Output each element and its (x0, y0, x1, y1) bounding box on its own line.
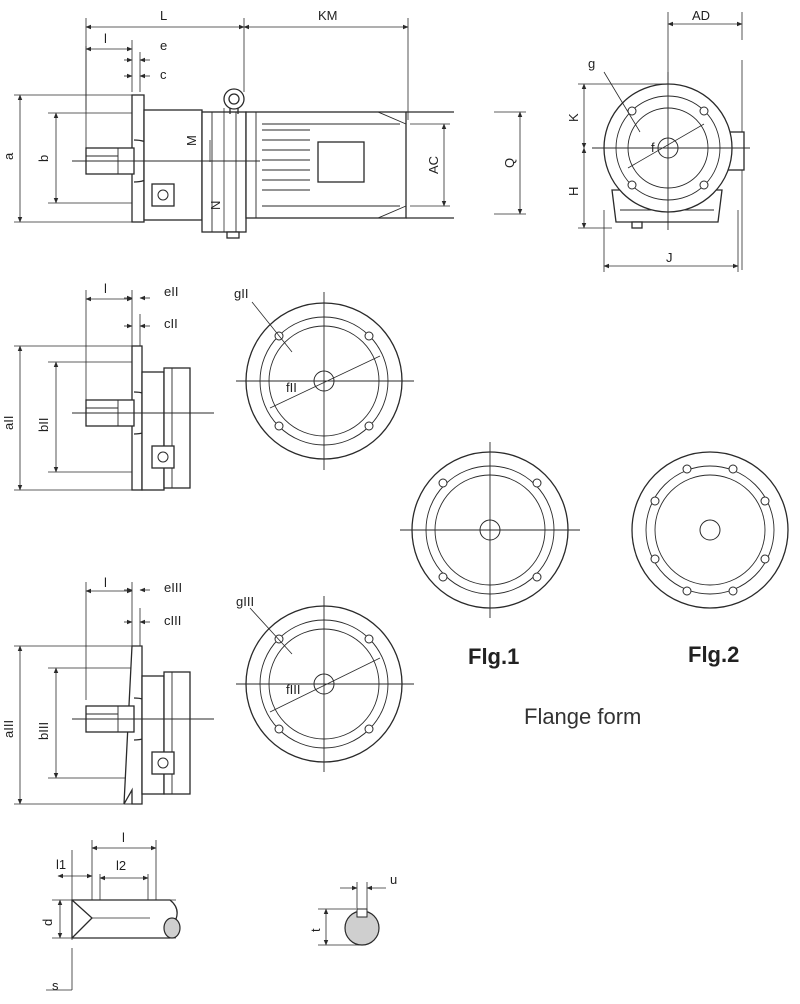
label-l-shaft: l (122, 830, 125, 845)
label-AD: AD (692, 8, 710, 23)
fig2-label: Flg.2 (688, 642, 739, 667)
label-d: d (40, 919, 55, 926)
label-L: L (160, 8, 167, 23)
fig1-flange (400, 442, 580, 618)
label-bIII: bIII (36, 722, 51, 740)
label-AC: AC (426, 156, 441, 174)
label-t: t (308, 928, 323, 932)
label-cIII: cIII (164, 613, 181, 628)
label-Q: Q (502, 158, 517, 168)
label-K: K (566, 113, 581, 122)
flange-form-caption: Flange form (524, 704, 641, 729)
label-cII: cII (164, 316, 178, 331)
flange-III (236, 596, 414, 772)
front-view (578, 12, 750, 272)
label-fII: fII (286, 380, 297, 395)
label-gII: gII (234, 286, 248, 301)
label-J: J (666, 250, 673, 265)
label-H: H (566, 187, 581, 196)
label-l2: l2 (116, 858, 126, 873)
side-view-II (14, 290, 214, 491)
label-gIII: gIII (236, 594, 254, 609)
label-u: u (390, 872, 397, 887)
label-l-III: l (104, 575, 107, 590)
label-b: b (36, 155, 51, 162)
label-bII: bII (36, 418, 51, 432)
label-l-II: l (104, 281, 107, 296)
label-f: f (651, 140, 655, 155)
label-M: M (184, 135, 199, 146)
label-aII: aII (1, 416, 16, 430)
flange-II (236, 292, 414, 470)
label-c: c (160, 67, 167, 82)
fig2-flange (631, 451, 789, 609)
label-l: l (104, 31, 107, 46)
fig1-label: Flg.1 (468, 644, 519, 669)
label-KM: KM (318, 8, 338, 23)
label-aIII: aIII (1, 720, 16, 738)
label-eII: eII (164, 284, 178, 299)
label-eIII: eIII (164, 580, 182, 595)
label-N: N (208, 201, 223, 210)
main-side-view (14, 18, 526, 239)
label-a: a (1, 152, 16, 160)
keyway-detail (318, 882, 386, 946)
label-l1: l1 (56, 857, 66, 872)
label-fIII: fIII (286, 682, 300, 697)
side-view-III (14, 582, 214, 805)
label-g: g (588, 56, 595, 71)
label-s: s (52, 978, 59, 993)
shaft-detail (46, 840, 181, 991)
label-e: e (160, 38, 167, 53)
